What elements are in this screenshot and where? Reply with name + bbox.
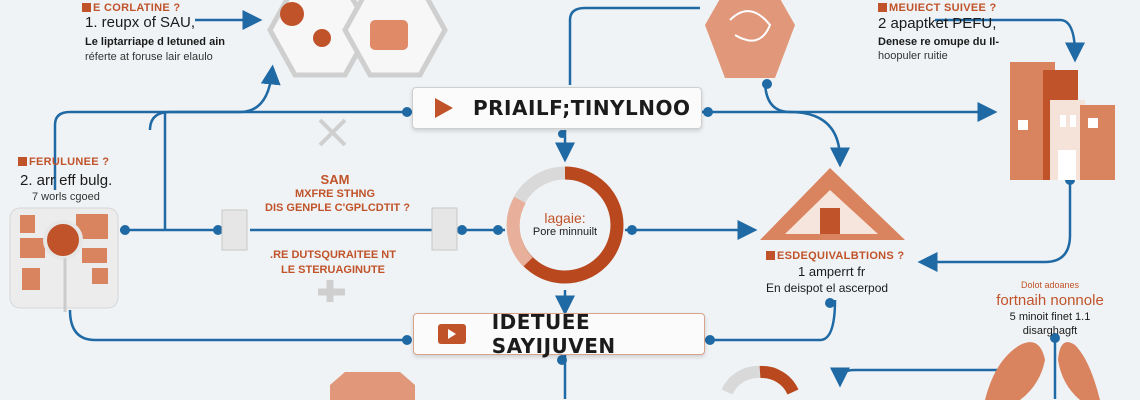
far-right-title: fortnaih nonnole: [996, 292, 1104, 309]
top-right-heading: MEUIECT SUIVEE ?: [878, 2, 996, 14]
pillar-icons: [221, 118, 458, 302]
center-lower-text: .RE DUTSQURAITEE NT LE STERUAGINUTE: [268, 248, 398, 278]
video-play-icon: [438, 324, 466, 344]
far-right-sub: disarghagft: [1022, 325, 1078, 337]
top-left-line: 1. reupx of SAU,: [85, 14, 196, 31]
connector-lines: [53, 6, 1085, 399]
top-right-sub: hoopuler ruitie: [878, 50, 948, 62]
feet-icon: [985, 342, 1100, 400]
roof-icon: [760, 168, 905, 240]
donut-label: lagaie: Pore minnuilt: [515, 210, 615, 238]
hexagon-icons: [267, 0, 795, 400]
top-right-bold: Denese re omupe du Il-: [878, 36, 1000, 48]
far-right-text: Dolot adoanes fortnaih nonnole 5 minoit …: [985, 278, 1115, 338]
right-line: 1 amperrt fr: [798, 264, 866, 279]
step-box-bottom-label: IDETUEE SAYIJUVEN: [491, 310, 616, 358]
left-sub: 7 worls cgoed: [32, 191, 100, 203]
center-upper-l1: SAM: [320, 172, 350, 187]
center-upper-text: SAM MXFRE STHNG DIS GENPLE C'GPLCDTIT ?: [265, 172, 411, 215]
top-left-heading: E CORLATINE ?: [82, 2, 180, 14]
far-right-line: 5 minoit finet 1.1: [1009, 311, 1091, 323]
top-left-sub: réferte at foruse lair elaulo: [85, 51, 213, 63]
center-lower-l1: .RE DUTSQURAITEE NT: [270, 249, 396, 261]
right-sub: En deispot el ascerpod: [766, 281, 889, 295]
top-right-line: 2 apaptket PEFU,: [878, 15, 997, 32]
step-box-bottom[interactable]: IDETUEE SAYIJUVEN: [413, 310, 705, 358]
play-icon: [435, 98, 453, 118]
far-right-small: Dolot adoanes: [1020, 280, 1080, 290]
left-heading: FERULUNEE ?: [18, 156, 109, 168]
center-upper-l2: MXFRE STHNG: [294, 188, 376, 200]
bottom-donut-partial: [721, 365, 799, 395]
step-box-top-label: PRIAILF;TINYLNOO: [473, 96, 691, 120]
right-heading: ESDEQUIVALBTIONS ?: [766, 250, 904, 262]
center-upper-l3: DIS GENPLE C'GPLCDTIT ?: [265, 202, 411, 214]
connector-dots: [120, 79, 1075, 365]
top-left-bold: Le liptarriape d letuned ain: [85, 36, 225, 48]
center-lower-l2: LE STERUAGINUTE: [281, 264, 385, 276]
left-line: 2. arr eff bulg.: [20, 172, 113, 189]
donut-title: lagaie:: [544, 210, 586, 226]
dashboard-icon: [9, 207, 119, 312]
donut-chart: [506, 166, 624, 284]
step-box-top[interactable]: PRIAILF;TINYLNOO: [412, 87, 702, 129]
donut-sub: Pore minnuilt: [532, 226, 598, 238]
building-icon: [1010, 62, 1115, 180]
